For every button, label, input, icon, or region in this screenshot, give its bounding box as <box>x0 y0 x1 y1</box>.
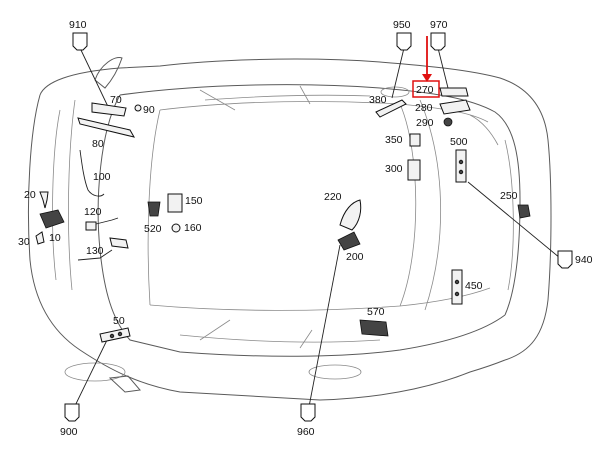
label-200: 200 <box>346 251 364 263</box>
label-270: 270 <box>416 84 434 96</box>
connector-970-icon <box>430 32 446 51</box>
part-20-screw <box>39 191 49 209</box>
connector-910-icon <box>72 32 88 51</box>
part-290-nut <box>443 117 453 127</box>
part-450-rail <box>451 269 463 305</box>
label-570: 570 <box>367 306 385 318</box>
parts <box>35 87 531 343</box>
part-350-clip <box>409 133 421 147</box>
label-450: 450 <box>465 280 483 292</box>
part-270-bracket <box>439 87 469 97</box>
part-250-sensor <box>517 204 531 219</box>
label-80: 80 <box>92 138 104 150</box>
label-160: 160 <box>184 222 202 234</box>
label-290: 290 <box>416 117 434 129</box>
part-50-rail <box>99 327 131 343</box>
label-130: 130 <box>86 245 104 257</box>
part-130-housing <box>109 237 129 249</box>
label-970: 970 <box>430 19 448 31</box>
label-150: 150 <box>185 195 203 207</box>
part-200-base <box>337 231 361 251</box>
part-labels: 910 950 970 70 90 80 380 270 280 290 350… <box>18 19 593 438</box>
part-380-strip <box>375 99 407 118</box>
label-910: 910 <box>69 19 87 31</box>
label-50: 50 <box>113 315 125 327</box>
connector-940-icon <box>557 250 573 269</box>
part-500-rail <box>455 149 467 183</box>
label-900: 900 <box>60 426 78 438</box>
label-20: 20 <box>24 189 36 201</box>
car-body-outline <box>27 56 552 401</box>
label-940: 940 <box>575 254 593 266</box>
leader-lines <box>71 47 561 413</box>
part-150-unit <box>167 193 183 213</box>
part-120-body <box>85 221 97 231</box>
label-10: 10 <box>49 232 61 244</box>
part-90-screw <box>134 104 142 112</box>
part-570-module <box>359 319 389 337</box>
label-70: 70 <box>110 94 122 106</box>
label-300: 300 <box>385 163 403 175</box>
highlight-box <box>412 80 440 98</box>
part-100-cable <box>79 149 105 197</box>
connector-900-icon <box>64 403 80 422</box>
label-500: 500 <box>450 136 468 148</box>
part-160-grommet <box>171 223 181 233</box>
part-280-mount <box>439 99 471 115</box>
part-520-connector <box>147 201 161 217</box>
connector-960-icon <box>300 403 316 422</box>
label-120: 120 <box>84 206 102 218</box>
highlight-arrow <box>412 36 440 98</box>
part-80-rail <box>77 117 136 138</box>
part-300-module <box>407 159 421 181</box>
label-90: 90 <box>143 104 155 116</box>
part-30-clip <box>35 231 45 245</box>
label-350: 350 <box>385 134 403 146</box>
label-30: 30 <box>18 236 30 248</box>
connector-950-icon <box>396 32 412 51</box>
label-220: 220 <box>324 191 342 203</box>
connector-symbols <box>64 32 573 422</box>
label-950: 950 <box>393 19 411 31</box>
part-10-module <box>39 209 65 229</box>
label-280: 280 <box>415 102 433 114</box>
label-520: 520 <box>144 223 162 235</box>
label-960: 960 <box>297 426 315 438</box>
part-70-bracket <box>91 102 127 117</box>
label-250: 250 <box>500 190 518 202</box>
label-100: 100 <box>93 171 111 183</box>
part-130-cable <box>77 249 113 261</box>
label-380: 380 <box>369 94 387 106</box>
part-220-antenna <box>339 199 362 231</box>
